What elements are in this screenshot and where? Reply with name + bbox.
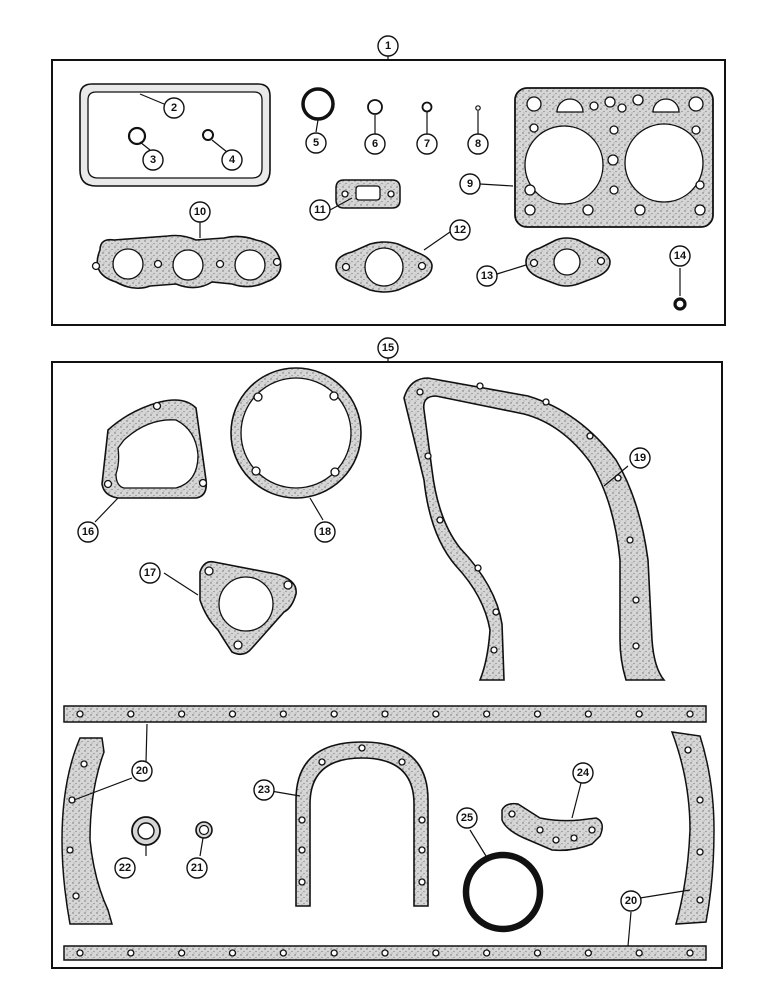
- cylinder-head-gasket: [514, 87, 714, 228]
- callout-2: 2: [163, 97, 185, 119]
- callout-22: 22: [114, 857, 136, 879]
- svg-text:4: 4: [229, 154, 236, 166]
- svg-text:18: 18: [319, 526, 331, 538]
- svg-text:13: 13: [481, 270, 493, 282]
- o-ring-7: [421, 101, 433, 113]
- svg-text:7: 7: [424, 138, 430, 150]
- svg-text:21: 21: [191, 862, 203, 874]
- callout-8: 8: [467, 133, 489, 155]
- svg-text:25: 25: [461, 812, 473, 824]
- callout-20-left: 20: [131, 760, 153, 782]
- svg-text:19: 19: [634, 452, 646, 464]
- o-ring-6: [367, 99, 383, 115]
- callout-20-right: 20: [620, 890, 642, 912]
- callout-21: 21: [186, 857, 208, 879]
- callout-5: 5: [305, 132, 327, 154]
- callout-12: 12: [449, 219, 471, 241]
- flange-gasket-11: [335, 179, 401, 209]
- callout-4: 4: [221, 149, 243, 171]
- callout-24: 24: [572, 762, 594, 784]
- seal-ring-3: [127, 126, 147, 146]
- leader-lines: [73, 56, 691, 947]
- rear-retainer-gasket-23: [295, 741, 429, 907]
- callout-6: 6: [364, 133, 386, 155]
- svg-text:9: 9: [467, 178, 473, 190]
- callout-18: 18: [314, 521, 336, 543]
- svg-text:14: 14: [674, 250, 687, 262]
- manifold-gasket: [91, 234, 282, 290]
- callout-25: 25: [456, 807, 478, 829]
- flange-gasket-13: [525, 237, 611, 287]
- o-ring-5: [301, 87, 335, 121]
- callout-15: 15: [377, 337, 399, 359]
- svg-text:8: 8: [475, 138, 481, 150]
- seal-14: [673, 297, 687, 311]
- ring-gasket-18: [230, 367, 362, 499]
- svg-text:12: 12: [454, 224, 466, 236]
- svg-text:23: 23: [258, 784, 270, 796]
- svg-text:20: 20: [136, 765, 148, 777]
- callout-16: 16: [77, 521, 99, 543]
- svg-text:3: 3: [150, 154, 156, 166]
- callout-17: 17: [139, 562, 161, 584]
- svg-text:16: 16: [82, 526, 94, 538]
- oil-pan-end-left: [61, 737, 113, 925]
- oil-pan-rail-top: [63, 705, 707, 723]
- callout-19: 19: [629, 447, 651, 469]
- flange-gasket-17: [199, 560, 297, 656]
- callout-23: 23: [253, 779, 275, 801]
- callout-11: 11: [309, 199, 331, 221]
- svg-text:1: 1: [385, 40, 391, 52]
- svg-text:20: 20: [625, 895, 637, 907]
- svg-text:5: 5: [313, 137, 319, 149]
- callout-13: 13: [476, 265, 498, 287]
- front-cover-gasket-19: [403, 377, 666, 681]
- svg-text:11: 11: [314, 204, 326, 216]
- rear-seal-25: [462, 851, 544, 933]
- seal-21: [195, 821, 213, 839]
- svg-text:22: 22: [119, 862, 131, 874]
- callout-14: 14: [669, 245, 691, 267]
- svg-text:10: 10: [194, 206, 206, 218]
- svg-text:24: 24: [577, 767, 590, 779]
- oil-pan-rail-bottom: [63, 945, 707, 961]
- svg-text:17: 17: [144, 567, 156, 579]
- lower-gasket-set-frame: [51, 361, 723, 969]
- oil-pan-end-right: [670, 731, 715, 925]
- svg-text:6: 6: [372, 138, 378, 150]
- valve-cover-gasket: [79, 83, 271, 187]
- seal-22: [131, 816, 161, 846]
- curved-gasket-24: [501, 802, 603, 852]
- callout-7: 7: [416, 133, 438, 155]
- callout-10: 10: [189, 201, 211, 223]
- svg-text:2: 2: [171, 102, 177, 114]
- svg-text:15: 15: [382, 342, 394, 354]
- timing-gasket-16: [101, 399, 208, 499]
- flange-gasket-12: [335, 241, 433, 293]
- seal-ring-4: [202, 129, 214, 141]
- callout-1: 1: [377, 35, 399, 57]
- callout-9: 9: [459, 173, 481, 195]
- callout-3: 3: [142, 149, 164, 171]
- o-ring-8: [475, 105, 481, 111]
